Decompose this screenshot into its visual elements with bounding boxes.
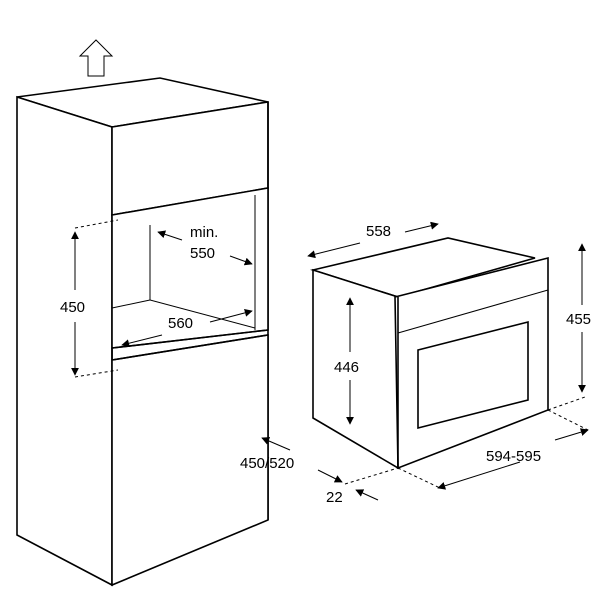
oven-height-label: 455 — [566, 311, 591, 328]
oven-body-height-label: 446 — [334, 359, 359, 376]
niche-depth-arrow — [157, 230, 183, 241]
oven-depth-arrow — [307, 242, 361, 259]
oven-width-label: 594-595 — [486, 448, 541, 465]
tall-cabinet — [16, 77, 269, 587]
front-thickness-arrow — [317, 469, 343, 483]
niche-min-label: min. — [190, 224, 218, 241]
front-thickness-label: 22 — [326, 489, 343, 506]
oven-width-arrow — [437, 461, 521, 490]
cabinet-depth-label: 450/520 — [240, 455, 294, 472]
arrow-up-outline-icon — [78, 39, 114, 77]
oven-depth-label: 558 — [366, 223, 391, 240]
niche-width-arrow — [121, 334, 163, 348]
cabinet-depth-arrow — [261, 437, 291, 451]
niche-depth-label: 550 — [190, 245, 215, 262]
niche-height-label: 450 — [60, 299, 85, 316]
oven — [310, 237, 549, 470]
cabinet-side — [16, 95, 113, 587]
niche-width-label: 560 — [168, 315, 193, 332]
oven-door-window — [417, 320, 529, 430]
